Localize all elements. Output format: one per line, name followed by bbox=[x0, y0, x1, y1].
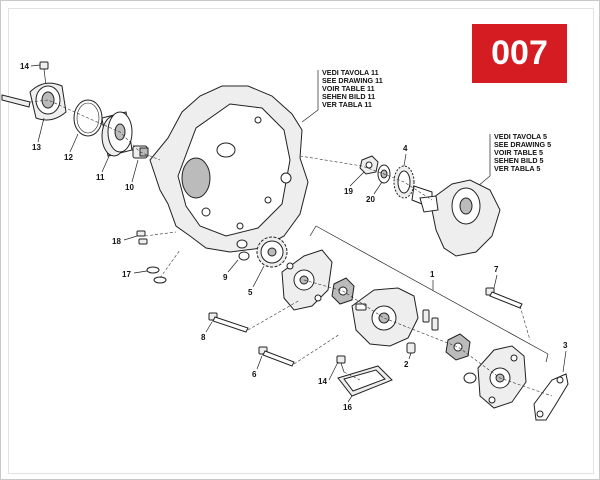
callout-20: 20 bbox=[366, 195, 375, 204]
note-5-line-5: VER TABLA 5 bbox=[494, 164, 540, 173]
crankshaft-assembly bbox=[419, 179, 501, 257]
screw-14-top bbox=[39, 61, 49, 87]
note-11-line-2: SEE DRAWING 11 bbox=[322, 76, 383, 85]
note-11-line-5: VER TABLA 11 bbox=[322, 100, 372, 109]
note-5-line-3: VOIR TABLE 5 bbox=[494, 148, 543, 157]
gear-5 bbox=[256, 236, 288, 268]
bolt-6 bbox=[258, 346, 295, 367]
bolt-8 bbox=[208, 312, 249, 333]
dashed-axis-filter bbox=[29, 99, 161, 161]
reference-note-drawing-5: VEDI TAVOLA 5 SEE DRAWING 5 VOIR TABLE 5… bbox=[477, 132, 551, 187]
screw-14-bottom bbox=[336, 355, 346, 373]
oil-pump-washer bbox=[463, 372, 477, 384]
oil-pump-pins bbox=[422, 309, 439, 331]
note-11-line-3: VOIR TABLE 11 bbox=[322, 84, 375, 93]
callout-7: 7 bbox=[494, 265, 499, 274]
callout-13: 13 bbox=[32, 143, 41, 152]
callout-11: 11 bbox=[96, 173, 105, 182]
oil-pump-body-left bbox=[281, 249, 333, 311]
callout-10: 10 bbox=[125, 183, 134, 192]
callout-3: 3 bbox=[563, 341, 568, 350]
dashed-axis-pump bbox=[303, 279, 553, 397]
callouts: 14 13 12 11 10 18 17 9 5 19 20 4 1 7 8 6 bbox=[20, 62, 568, 412]
page-number-badge: 007 bbox=[472, 24, 567, 83]
reference-note-drawing-11: VEDI TAVOLA 11 SEE DRAWING 11 VOIR TABLE… bbox=[301, 68, 383, 123]
callout-1: 1 bbox=[430, 270, 435, 279]
callout-19: 19 bbox=[344, 187, 353, 196]
callout-16: 16 bbox=[343, 403, 352, 412]
oil-pump-housing-center bbox=[351, 287, 419, 347]
callout-17: 17 bbox=[122, 270, 131, 279]
note-5-line-1: VEDI TAVOLA 5 bbox=[494, 132, 547, 141]
callout-8: 8 bbox=[201, 333, 206, 342]
oil-pump-inner-rotor bbox=[445, 333, 471, 361]
note-11-line-1: VEDI TAVOLA 11 bbox=[322, 68, 379, 77]
callout-2: 2 bbox=[404, 360, 409, 369]
bolt-7 bbox=[485, 287, 523, 309]
o-rings-17 bbox=[146, 266, 167, 284]
callout-12: 12 bbox=[64, 153, 73, 162]
note-5-line-4: SEHEN BILD 5 bbox=[494, 156, 544, 165]
diagram-inner-border bbox=[8, 8, 594, 474]
callout-6: 6 bbox=[252, 370, 257, 379]
nut-19 bbox=[359, 155, 379, 175]
rings-9 bbox=[236, 239, 250, 261]
callout-4: 4 bbox=[403, 144, 408, 153]
note-5-leader bbox=[477, 134, 491, 187]
dashed-axis-shaft bbox=[299, 155, 433, 201]
callout-18: 18 bbox=[112, 237, 121, 246]
filter-cover-13 bbox=[29, 82, 67, 121]
oil-strainer-16 bbox=[337, 365, 393, 397]
fitting-2 bbox=[406, 342, 416, 354]
callout-14-top: 14 bbox=[20, 62, 29, 71]
callout-14-bottom: 14 bbox=[318, 377, 327, 386]
crankcase-cover bbox=[149, 85, 309, 253]
note-5-line-2: SEE DRAWING 5 bbox=[494, 140, 551, 149]
gasket-3 bbox=[533, 373, 569, 421]
note-11-line-4: SEHEN BILD 11 bbox=[322, 92, 375, 101]
shaft-left bbox=[1, 94, 31, 108]
oil-pump-cover bbox=[477, 345, 527, 409]
callout-5: 5 bbox=[248, 288, 253, 297]
oil-filter-11 bbox=[101, 111, 133, 157]
callout-9: 9 bbox=[223, 273, 228, 282]
group-1-bracket-line bbox=[315, 225, 549, 355]
dowels-18 bbox=[136, 230, 148, 245]
note-11-leader bbox=[301, 70, 319, 123]
